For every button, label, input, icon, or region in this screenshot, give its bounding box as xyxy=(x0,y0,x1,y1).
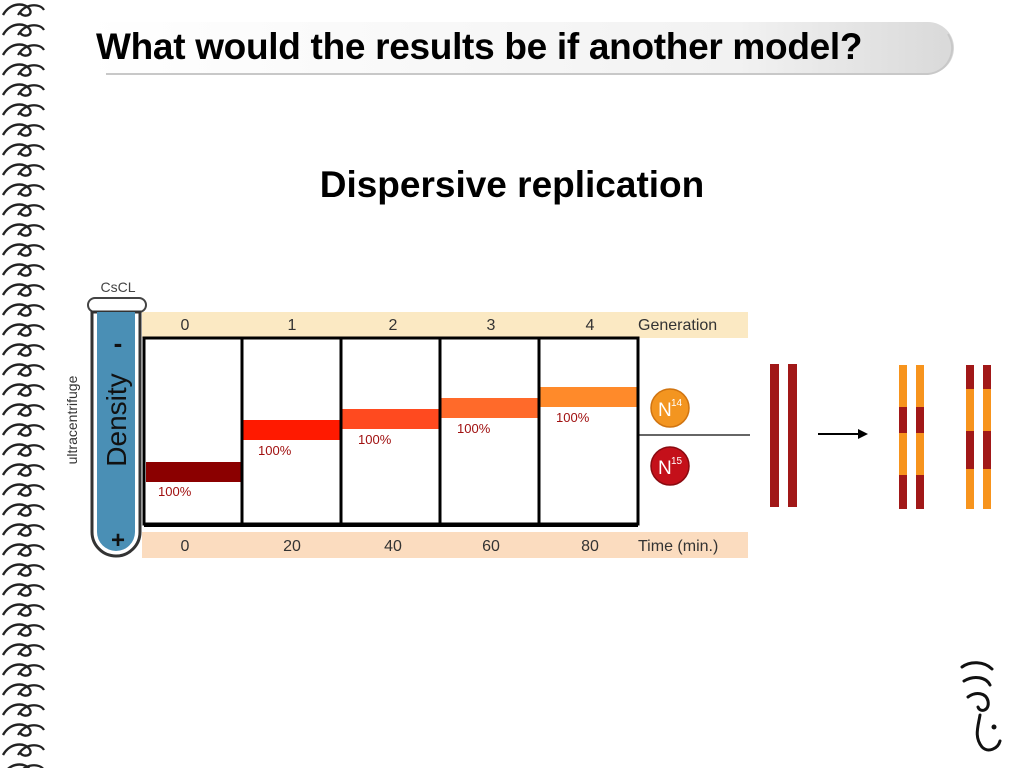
calligraphy-logo-icon xyxy=(960,661,1002,752)
band-generation-3 xyxy=(441,398,538,418)
density-minus-sign: - xyxy=(114,328,123,358)
tube-cap xyxy=(87,297,147,313)
daughter-1-left-seg-d xyxy=(899,475,907,509)
tube-cap-label: CsCL xyxy=(100,279,135,295)
band-generation-2 xyxy=(342,409,439,429)
parental-strand-right xyxy=(788,364,797,507)
right-arrow-icon xyxy=(818,429,868,439)
generation-label-3: 3 xyxy=(487,317,496,334)
generation-labels: 0 1 2 3 4 Generation xyxy=(181,317,718,334)
band-percent-0: 100% xyxy=(158,484,192,499)
daughter-2-left-seg-b xyxy=(966,389,974,431)
daughter-1-right-seg-a xyxy=(916,365,924,407)
tube-liquid xyxy=(97,312,135,551)
n15-marker: N 15 xyxy=(650,446,690,486)
page-title: What would the results be if another mod… xyxy=(96,26,863,67)
time-labels: 0 20 40 60 80 Time (min.) xyxy=(181,538,719,555)
parental-strand-left xyxy=(770,364,779,507)
title-banner: What would the results be if another mod… xyxy=(86,18,964,76)
daughter-1-left-seg-a xyxy=(899,365,907,407)
swirl-border-icon xyxy=(0,0,48,768)
daughter-2-left-seg-c xyxy=(966,431,974,469)
daughter-1-right-seg-c xyxy=(916,433,924,475)
n15-superscript: 15 xyxy=(671,456,683,467)
generation-header-strip xyxy=(142,312,748,338)
time-axis-title: Time (min.) xyxy=(638,538,718,555)
time-footer-strip xyxy=(142,532,748,558)
band-percent-3: 100% xyxy=(457,421,491,436)
band-percent-2: 100% xyxy=(358,432,392,447)
daughter-molecule-2 xyxy=(966,365,991,509)
band-percent-1: 100% xyxy=(258,443,292,458)
band-generation-0 xyxy=(146,462,241,482)
ultracentrifuge-label: ultracentrifuge xyxy=(64,375,80,464)
slide-subtitle: Dispersive replication xyxy=(319,164,705,205)
n14-symbol: N xyxy=(658,400,672,421)
generation-label-1: 1 xyxy=(288,317,297,334)
generation-label-0: 0 xyxy=(181,317,190,334)
test-tube: CsCL - + Density ultracentrifuge xyxy=(64,279,147,558)
density-plus-sign: + xyxy=(111,527,125,554)
n15-symbol: N xyxy=(658,458,672,479)
daughter-1-left-seg-c xyxy=(899,433,907,475)
band-percent-4: 100% xyxy=(556,410,590,425)
generation-label-2: 2 xyxy=(389,317,398,334)
lanes-outer-border xyxy=(142,336,640,526)
time-label-20: 20 xyxy=(283,538,301,555)
time-label-40: 40 xyxy=(384,538,402,555)
n14-superscript: 14 xyxy=(671,398,683,409)
replication-diagram: CsCL - + Density ultracentrifuge 0 1 2 3… xyxy=(64,279,991,558)
daughter-2-left-seg-a xyxy=(966,365,974,389)
daughter-2-right-seg-a xyxy=(983,365,991,389)
daughter-1-right-seg-b xyxy=(916,407,924,433)
title-banner-shape xyxy=(86,22,954,75)
generation-axis-title: Generation xyxy=(638,317,717,334)
daughter-2-left-seg-d xyxy=(966,469,974,509)
n15-circle xyxy=(650,446,690,486)
generation-label-4: 4 xyxy=(586,317,595,334)
daughter-molecule-1 xyxy=(899,365,924,509)
daughter-2-right-seg-d xyxy=(983,469,991,509)
time-label-80: 80 xyxy=(581,538,599,555)
daughter-1-left-seg-b xyxy=(899,407,907,433)
time-label-60: 60 xyxy=(482,538,500,555)
daughter-2-right-seg-b xyxy=(983,389,991,431)
n14-circle xyxy=(650,388,690,428)
gel-lanes-frame xyxy=(142,336,640,526)
density-label: Density xyxy=(101,373,132,466)
daughter-1-right-seg-d xyxy=(916,475,924,509)
time-label-0: 0 xyxy=(181,538,190,555)
left-decorative-border xyxy=(0,0,48,768)
daughter-2-right-seg-c xyxy=(983,431,991,469)
band-generation-4 xyxy=(540,387,637,407)
parental-dna-strands xyxy=(770,364,797,507)
density-bands: 100% 100% 100% 100% 100% xyxy=(146,387,637,499)
band-generation-1 xyxy=(243,420,340,440)
n14-marker: N 14 xyxy=(650,388,690,428)
